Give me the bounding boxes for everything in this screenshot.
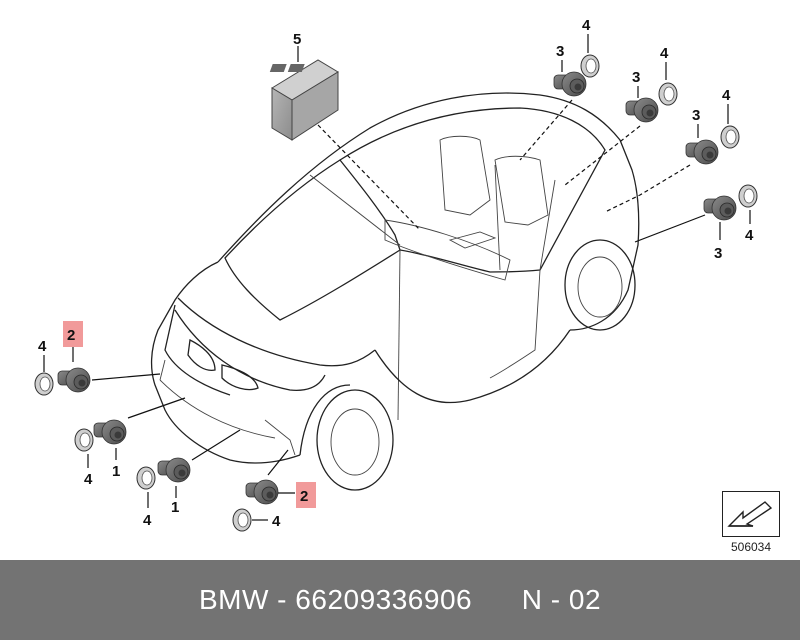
car-outline	[150, 92, 640, 491]
callout-ring-rear-2: 4	[660, 45, 669, 62]
footer-separator: -	[268, 584, 296, 615]
sealing-ring-rear-1	[580, 54, 600, 78]
sealing-ring-rear-2	[658, 82, 678, 106]
pdc-sensor-rear-1	[553, 71, 587, 97]
callout-sensor-side-left: 2	[67, 327, 75, 344]
pdc-sensor-front-2	[157, 457, 191, 483]
sealing-ring-rear-3	[720, 125, 740, 149]
callout-ring-side-right: 4	[272, 513, 281, 530]
callout-ring-rear-1: 4	[582, 17, 591, 34]
callout-ring-rear-3: 4	[722, 87, 731, 104]
part-number: 66209336906	[295, 584, 473, 615]
callout-sensor-rear-1: 3	[556, 43, 564, 60]
pdc-sensor-rear-4	[703, 195, 737, 221]
callout-sensor-rear-3: 3	[692, 107, 700, 124]
callout-ring-front-2: 4	[143, 512, 152, 529]
callout-ring-side-left: 4	[38, 338, 47, 355]
pdc-sensor-front-1	[93, 419, 127, 445]
callout-module: 5	[293, 31, 301, 48]
reference-icon	[722, 491, 780, 537]
footer-gap	[472, 584, 522, 616]
sealing-ring-side-left	[34, 372, 54, 396]
position-code: N - 02	[521, 584, 602, 615]
footer-bar: BMW - 66209336906 N - 02	[0, 560, 800, 640]
sealing-ring-side-right	[232, 508, 252, 532]
callout-highlight-right	[296, 482, 316, 508]
callout-sensor-front-2: 1	[171, 499, 179, 516]
control-module	[269, 59, 339, 141]
callout-sensor-front-1: 1	[112, 463, 120, 480]
callout-sensor-rear-2: 3	[632, 69, 640, 86]
pdc-sensor-side-right	[245, 479, 279, 505]
pdc-sensor-rear-2	[625, 97, 659, 123]
sealing-ring-rear-4	[738, 184, 758, 208]
parts-diagram: 5 3 4 3 4 3 4 3 4 2 4 1 4 1 4	[34, 17, 758, 532]
callout-ring-rear-4: 4	[745, 227, 754, 244]
arrow-icon	[727, 501, 773, 527]
brand-name: BMW	[198, 584, 269, 615]
pdc-sensor-rear-3	[685, 139, 719, 165]
reference-number: 506034	[730, 540, 772, 554]
sealing-ring-front-1	[74, 428, 94, 452]
pdc-sensor-side-left	[57, 367, 91, 393]
callout-ring-front-1: 4	[84, 471, 93, 488]
callout-highlight-left	[63, 321, 83, 347]
callout-sensor-rear-4: 3	[714, 245, 722, 262]
callout-sensor-side-right: 2	[300, 488, 308, 505]
sealing-ring-front-2	[136, 466, 156, 490]
